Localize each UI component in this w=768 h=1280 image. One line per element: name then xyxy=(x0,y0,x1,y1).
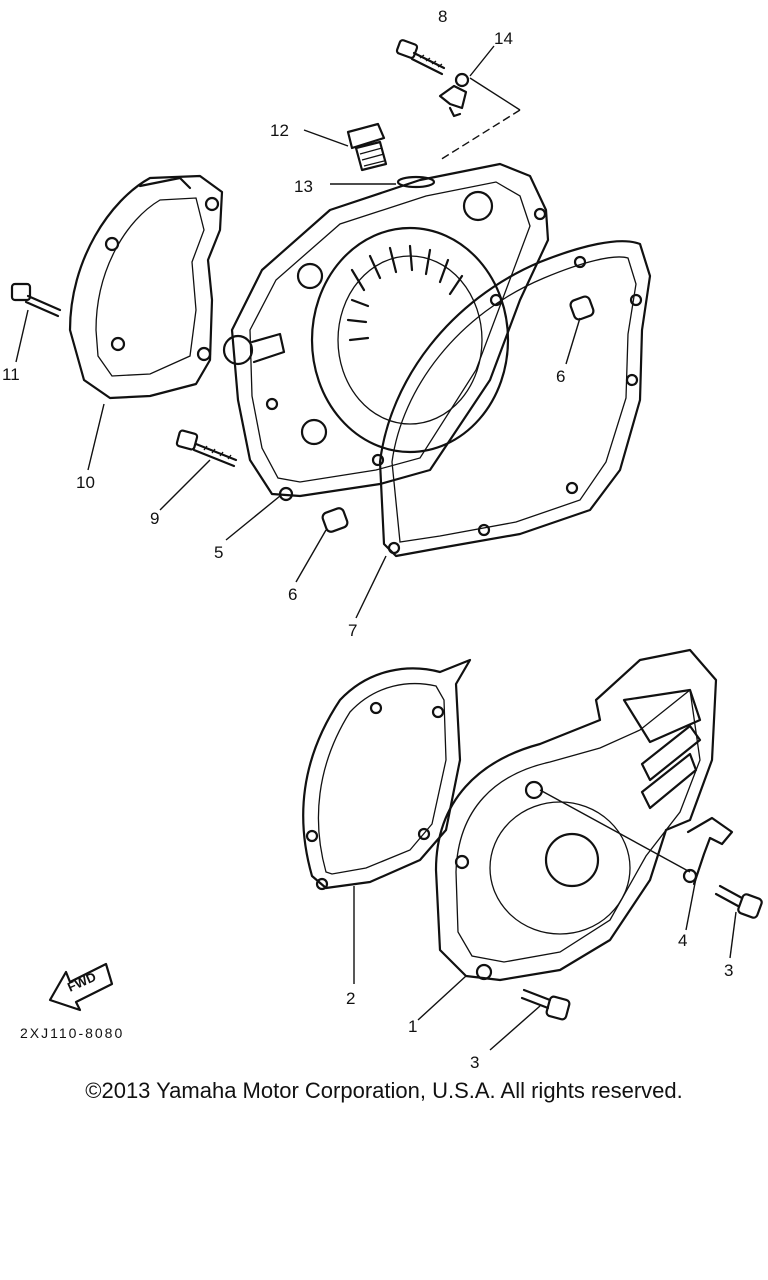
copyright-notice: ©2013 Yamaha Motor Corporation, U.S.A. A… xyxy=(85,1078,683,1103)
callout-7: 7 xyxy=(348,621,357,640)
gasket-2 xyxy=(302,658,472,891)
bolt-3b xyxy=(520,988,571,1021)
callout-4: 4 xyxy=(678,931,687,950)
dowel-pin-6b xyxy=(321,507,349,533)
crankcase-cover-10 xyxy=(68,174,224,400)
callout-14: 14 xyxy=(494,29,513,48)
callout-3-bottom: 3 xyxy=(470,1053,479,1070)
callout-9: 9 xyxy=(150,509,159,528)
bolt-11 xyxy=(10,282,62,318)
clamp-14 xyxy=(438,72,521,161)
callout-8: 8 xyxy=(438,7,447,26)
fwd-arrow-icon: FWD xyxy=(48,962,114,1012)
callout-6-upper: 6 xyxy=(556,367,565,386)
crankcase-cover-5 xyxy=(222,162,550,502)
callout-11: 11 xyxy=(2,365,20,384)
bolt-3a xyxy=(714,884,763,919)
o-ring-13 xyxy=(396,175,436,189)
bolt-8 xyxy=(395,39,446,76)
drawing-code: 2XJ110-8080 xyxy=(20,1025,124,1041)
callout-2: 2 xyxy=(346,989,355,1008)
parts-diagram: FWD 8 14 12 13 11 10 9 5 6 6 7 2 1 4 3 3… xyxy=(2,7,763,1070)
callout-13: 13 xyxy=(294,177,313,196)
gasket-7 xyxy=(371,240,652,558)
callout-1: 1 xyxy=(408,1017,417,1036)
callout-3-right: 3 xyxy=(724,961,733,980)
dowel-pin-6a xyxy=(569,295,595,321)
oil-filler-cap-12 xyxy=(346,122,388,172)
fwd-label: FWD xyxy=(65,969,98,995)
callout-5: 5 xyxy=(214,543,223,562)
callout-10: 10 xyxy=(76,473,95,492)
bolt-9 xyxy=(175,429,238,468)
leader-lines xyxy=(15,45,737,1051)
callout-6-lower: 6 xyxy=(288,585,297,604)
crankcase-cover-1 xyxy=(434,648,718,982)
callout-12: 12 xyxy=(270,121,289,140)
clamp-4 xyxy=(686,816,734,886)
